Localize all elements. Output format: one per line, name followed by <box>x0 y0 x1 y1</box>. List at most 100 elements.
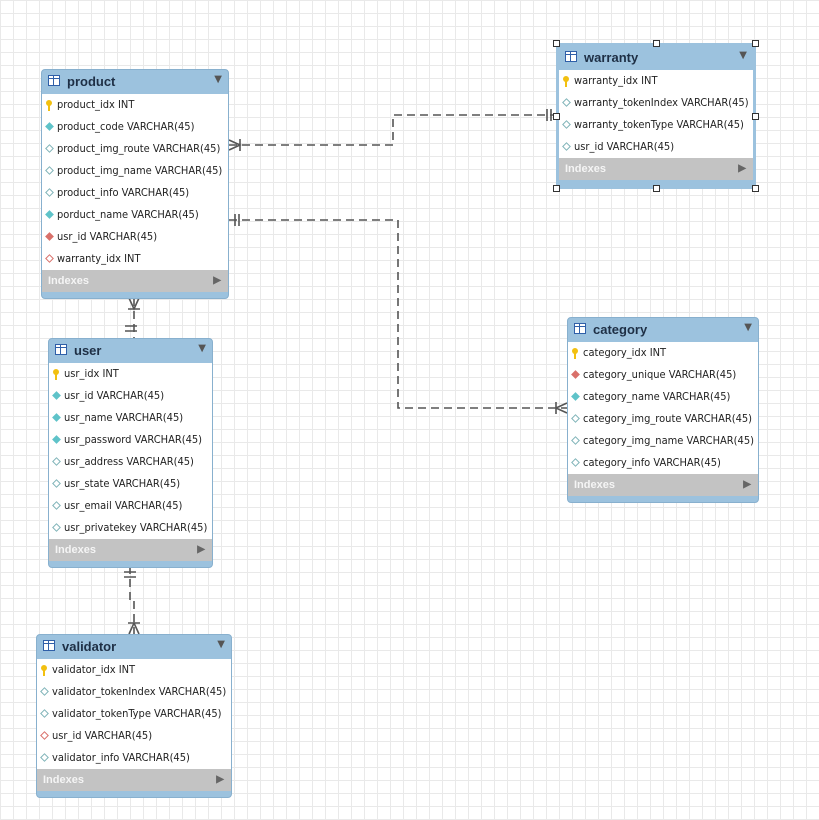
column-row[interactable]: category_img_route VARCHAR(45) <box>568 408 758 430</box>
pk-key-icon <box>571 348 580 359</box>
resize-handle-tc[interactable] <box>653 40 660 47</box>
collapse-triangle-icon[interactable]: ▼ <box>214 74 222 85</box>
indexes-section[interactable]: Indexes ▶ <box>49 539 212 561</box>
column-label: product_code VARCHAR(45) <box>57 120 195 133</box>
column-row[interactable]: warranty_idx INT <box>42 248 228 270</box>
column-label: validator_idx INT <box>52 663 136 676</box>
indexes-section[interactable]: Indexes ▶ <box>42 270 228 292</box>
expand-right-icon[interactable]: ▶ <box>213 275 221 286</box>
resize-handle-tr[interactable] <box>752 40 759 47</box>
column-row[interactable]: usr_name VARCHAR(45) <box>49 407 212 429</box>
column-label: product_img_route VARCHAR(45) <box>57 142 221 155</box>
fk-diamond-icon <box>45 232 54 242</box>
column-row[interactable]: usr_email VARCHAR(45) <box>49 495 212 517</box>
indexes-section[interactable]: Indexes ▶ <box>559 158 753 180</box>
column-row[interactable]: category_idx INT <box>568 342 758 364</box>
column-row[interactable]: product_code VARCHAR(45) <box>42 116 228 138</box>
collapse-triangle-icon[interactable]: ▼ <box>739 50 747 61</box>
indexes-label: Indexes <box>565 163 606 175</box>
column-row[interactable]: product_img_name VARCHAR(45) <box>42 160 228 182</box>
column-label: category_name VARCHAR(45) <box>583 390 731 403</box>
column-row[interactable]: usr_state VARCHAR(45) <box>49 473 212 495</box>
pk-key-icon <box>40 665 49 676</box>
table-header[interactable]: category ▼ <box>568 318 758 342</box>
column-row[interactable]: validator_idx INT <box>37 659 231 681</box>
column-row[interactable]: usr_id VARCHAR(45) <box>559 136 753 158</box>
collapse-triangle-icon[interactable]: ▼ <box>744 322 752 333</box>
resize-handle-br[interactable] <box>752 185 759 192</box>
column-row[interactable]: usr_password VARCHAR(45) <box>49 429 212 451</box>
column-row[interactable]: porduct_name VARCHAR(45) <box>42 204 228 226</box>
table-validator[interactable]: validator ▼ validator_idx INT validator_t… <box>36 634 232 798</box>
column-label: product_img_name VARCHAR(45) <box>57 164 223 177</box>
column-row[interactable]: usr_id VARCHAR(45) <box>42 226 228 248</box>
column-label: usr_idx INT <box>64 367 119 380</box>
column-row[interactable]: category_name VARCHAR(45) <box>568 386 758 408</box>
rel-user-validator-end-validator <box>128 621 140 635</box>
column-row[interactable]: validator_info VARCHAR(45) <box>37 747 231 769</box>
indexes-label: Indexes <box>43 774 84 786</box>
resize-handle-bl[interactable] <box>553 185 560 192</box>
column-row[interactable]: usr_id VARCHAR(45) <box>49 385 212 407</box>
table-header[interactable]: validator ▼ <box>37 635 231 659</box>
column-row[interactable]: usr_privatekey VARCHAR(45) <box>49 517 212 539</box>
table-product[interactable]: product ▼ product_idx INT product_code VA… <box>41 69 229 299</box>
column-hollow-diamond-icon <box>52 501 61 511</box>
column-row[interactable]: warranty_tokenIndex VARCHAR(45) <box>559 92 753 114</box>
resize-handle-tl[interactable] <box>553 40 560 47</box>
column-row[interactable]: product_img_route VARCHAR(45) <box>42 138 228 160</box>
column-label: validator_tokenIndex VARCHAR(45) <box>52 685 227 698</box>
table-header[interactable]: product ▼ <box>42 70 228 94</box>
column-row[interactable]: category_img_name VARCHAR(45) <box>568 430 758 452</box>
column-hollow-diamond-icon <box>52 479 61 489</box>
expand-right-icon[interactable]: ▶ <box>216 774 224 785</box>
rel-user-validator-end-user <box>124 571 136 578</box>
column-row[interactable]: usr_address VARCHAR(45) <box>49 451 212 473</box>
expand-right-icon[interactable]: ▶ <box>738 163 746 174</box>
table-header[interactable]: warranty ▼ <box>559 46 753 70</box>
column-row[interactable]: product_info VARCHAR(45) <box>42 182 228 204</box>
column-label: product_info VARCHAR(45) <box>57 186 190 199</box>
column-hollow-diamond-icon <box>52 457 61 467</box>
table-icon <box>48 75 60 86</box>
column-label: category_info VARCHAR(45) <box>583 456 721 469</box>
indexes-section[interactable]: Indexes ▶ <box>37 769 231 791</box>
table-footer <box>568 496 758 502</box>
fk-hollow-diamond-icon <box>45 254 54 264</box>
indexes-section[interactable]: Indexes ▶ <box>568 474 758 496</box>
column-row[interactable]: usr_idx INT <box>49 363 212 385</box>
expand-right-icon[interactable]: ▶ <box>743 479 751 490</box>
column-row[interactable]: warranty_idx INT <box>559 70 753 92</box>
column-filled-diamond-icon <box>571 392 580 402</box>
rel-user-validator <box>129 566 135 634</box>
expand-right-icon[interactable]: ▶ <box>197 544 205 555</box>
column-row[interactable]: category_info VARCHAR(45) <box>568 452 758 474</box>
column-filled-diamond-icon <box>45 210 54 220</box>
column-hollow-diamond-icon <box>40 687 49 697</box>
column-row[interactable]: validator_tokenType VARCHAR(45) <box>37 703 231 725</box>
column-row[interactable]: product_idx INT <box>42 94 228 116</box>
table-title: product <box>67 74 116 89</box>
table-title: warranty <box>584 50 639 65</box>
table-title: category <box>593 322 648 337</box>
pk-key-icon <box>45 100 54 111</box>
column-row[interactable]: category_unique VARCHAR(45) <box>568 364 758 386</box>
column-label: category_img_route VARCHAR(45) <box>583 412 753 425</box>
column-row[interactable]: usr_id VARCHAR(45) <box>37 725 231 747</box>
table-title: validator <box>62 639 117 654</box>
resize-handle-bc[interactable] <box>653 185 660 192</box>
rel-product-warranty-end-product <box>228 139 242 151</box>
collapse-triangle-icon[interactable]: ▼ <box>198 343 206 354</box>
table-header[interactable]: user ▼ <box>49 339 212 363</box>
table-icon <box>43 640 55 651</box>
column-row[interactable]: validator_tokenIndex VARCHAR(45) <box>37 681 231 703</box>
collapse-triangle-icon[interactable]: ▼ <box>217 639 225 650</box>
resize-handle-ml[interactable] <box>553 113 560 120</box>
column-row[interactable]: warranty_tokenType VARCHAR(45) <box>559 114 753 136</box>
resize-handle-mr[interactable] <box>752 113 759 120</box>
